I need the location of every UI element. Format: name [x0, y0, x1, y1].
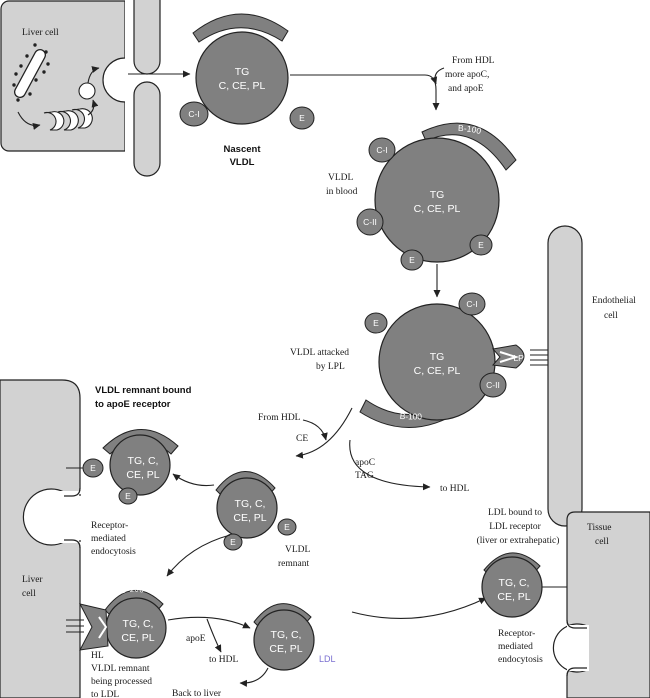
nascent-label: Nascent — [224, 144, 262, 155]
liver-cell-left — [0, 379, 82, 698]
nascent-apo-c1: C-I — [188, 109, 199, 119]
blood-apo-e2: E — [478, 240, 484, 250]
remnant-bound-particle — [66, 429, 179, 505]
ldl-bound-particle — [481, 552, 567, 618]
tissue-cell — [552, 511, 650, 698]
tissue-cell-label: cell — [595, 537, 609, 547]
apoe-label: apoE — [186, 634, 206, 644]
endocytosis-label-2: endocytosis — [498, 655, 543, 665]
remnant-apo-b100: B-100 — [231, 462, 257, 474]
ldl-bound-apo-b100: B-100 — [498, 542, 524, 554]
blood-apo-c2: C-II — [363, 217, 377, 227]
bound-core-line2: CE, PL — [126, 469, 159, 481]
ldl-bound-core-line1: TG, C, — [499, 577, 530, 589]
attacked-apo-c1: C-I — [466, 299, 477, 309]
apoc-label: apoC — [355, 458, 375, 468]
in-blood-label: in blood — [326, 187, 358, 197]
receptor-label-2: Receptor- — [498, 629, 535, 639]
endothelial-cell — [547, 225, 583, 527]
blood-core-line1: TG — [430, 189, 445, 201]
processed-core-line1: TG, C, — [123, 618, 154, 630]
remnant-core-line2: CE, PL — [233, 512, 266, 524]
back-to-liver-label: Back to liver — [172, 689, 222, 698]
vldl-in-label: VLDL — [328, 173, 354, 183]
liver-cell-left-label: Liver — [22, 575, 43, 585]
endothelial-label: Endothelial — [592, 296, 636, 306]
ldl-bound-label-3: (liver or extrahepatic) — [477, 535, 560, 546]
endocytosis-label-1: endocytosis — [91, 547, 136, 557]
remnant-apo-e2: E — [284, 522, 290, 532]
ce-label: CE — [296, 434, 308, 444]
bound-core-line1: TG, C, — [128, 455, 159, 467]
blood-apo-e1: E — [409, 255, 415, 265]
processed-core-line2: CE, PL — [121, 632, 154, 644]
bound-apo-e2: E — [125, 491, 131, 501]
nascent-vldl-particle — [179, 13, 315, 130]
ldl-bound-label-2: LDL receptor — [489, 522, 541, 532]
processed-particle — [66, 589, 167, 659]
vldl-attacked-particle — [359, 292, 548, 428]
being-processed-label-3: to LDL — [91, 690, 119, 698]
blood-apo-c1: C-I — [376, 145, 387, 155]
nascent-core-line2: C, CE, PL — [219, 80, 266, 92]
remnant-bound-title-2: to apoE receptor — [95, 399, 171, 410]
vldl-remnant-particle — [215, 471, 297, 551]
ldl-core-line1: TG, C, — [271, 629, 302, 641]
vldl-blood-particle — [356, 122, 517, 271]
remnant-core-line1: TG, C, — [235, 498, 266, 510]
remnant-apo-e1: E — [230, 537, 236, 547]
nascent-apo-b100: B-100 — [228, 4, 253, 15]
ldl-core-line2: CE, PL — [269, 643, 302, 655]
ldl-bound-label-1: LDL bound to — [488, 508, 542, 518]
remnant-bound-title-1: VLDL remnant bound — [95, 385, 192, 396]
tissue-label: Tissue — [587, 523, 611, 533]
endothelial-cell-label: cell — [604, 311, 618, 321]
mediated-label-1: mediated — [91, 534, 126, 544]
from-hdl-label-1: From HDL — [452, 56, 495, 66]
attacked-core-line2: C, CE, PL — [414, 365, 461, 377]
liver-cell-left-cell-label: cell — [22, 589, 36, 599]
from-hdl-label-2: From HDL — [258, 413, 301, 423]
liver-cell-top — [0, 0, 195, 177]
ldl-particle — [253, 603, 315, 671]
vldl-remnant-label-2: remnant — [278, 559, 309, 569]
mediated-label-2: mediated — [498, 642, 533, 652]
lpl-label: LPL — [513, 353, 528, 363]
attacked-apo-c2: C-II — [486, 380, 500, 390]
attacked-apo-e: E — [373, 318, 379, 328]
to-hdl-label-1: to HDL — [440, 484, 469, 494]
vldl-attacked-label: VLDL attacked — [290, 348, 349, 358]
liver-cell-top-label: Liver cell — [22, 28, 59, 38]
bound-apo-e1: E — [90, 463, 96, 473]
bound-apo-b100: B-100 — [127, 418, 153, 430]
attacked-core-line1: TG — [430, 351, 445, 363]
vldl-remnant-label-1: VLDL — [285, 545, 311, 555]
nascent-apo-e: E — [299, 113, 305, 123]
nascent-core-line1: TG — [235, 66, 250, 78]
to-hdl-label-2: to HDL — [209, 655, 238, 665]
tag-label: TAG — [355, 471, 374, 481]
attacked-apo-b100: B-100 — [399, 411, 422, 422]
ldl-label: LDL — [319, 654, 336, 664]
being-processed-label-1: VLDL remnant — [91, 664, 150, 674]
being-processed-label-2: being processed — [91, 677, 152, 687]
more-apoc-label: more apoC, — [445, 70, 489, 80]
blood-core-line2: C, CE, PL — [414, 203, 461, 215]
by-lpl-label: by LPL — [316, 362, 345, 372]
and-apoe-label: and apoE — [448, 84, 484, 94]
hl-label: HL — [91, 651, 104, 661]
ldl-bound-core-line2: CE, PL — [497, 591, 530, 603]
receptor-label-1: Receptor- — [91, 521, 128, 531]
nascent-vldl-label: VLDL — [230, 157, 255, 168]
